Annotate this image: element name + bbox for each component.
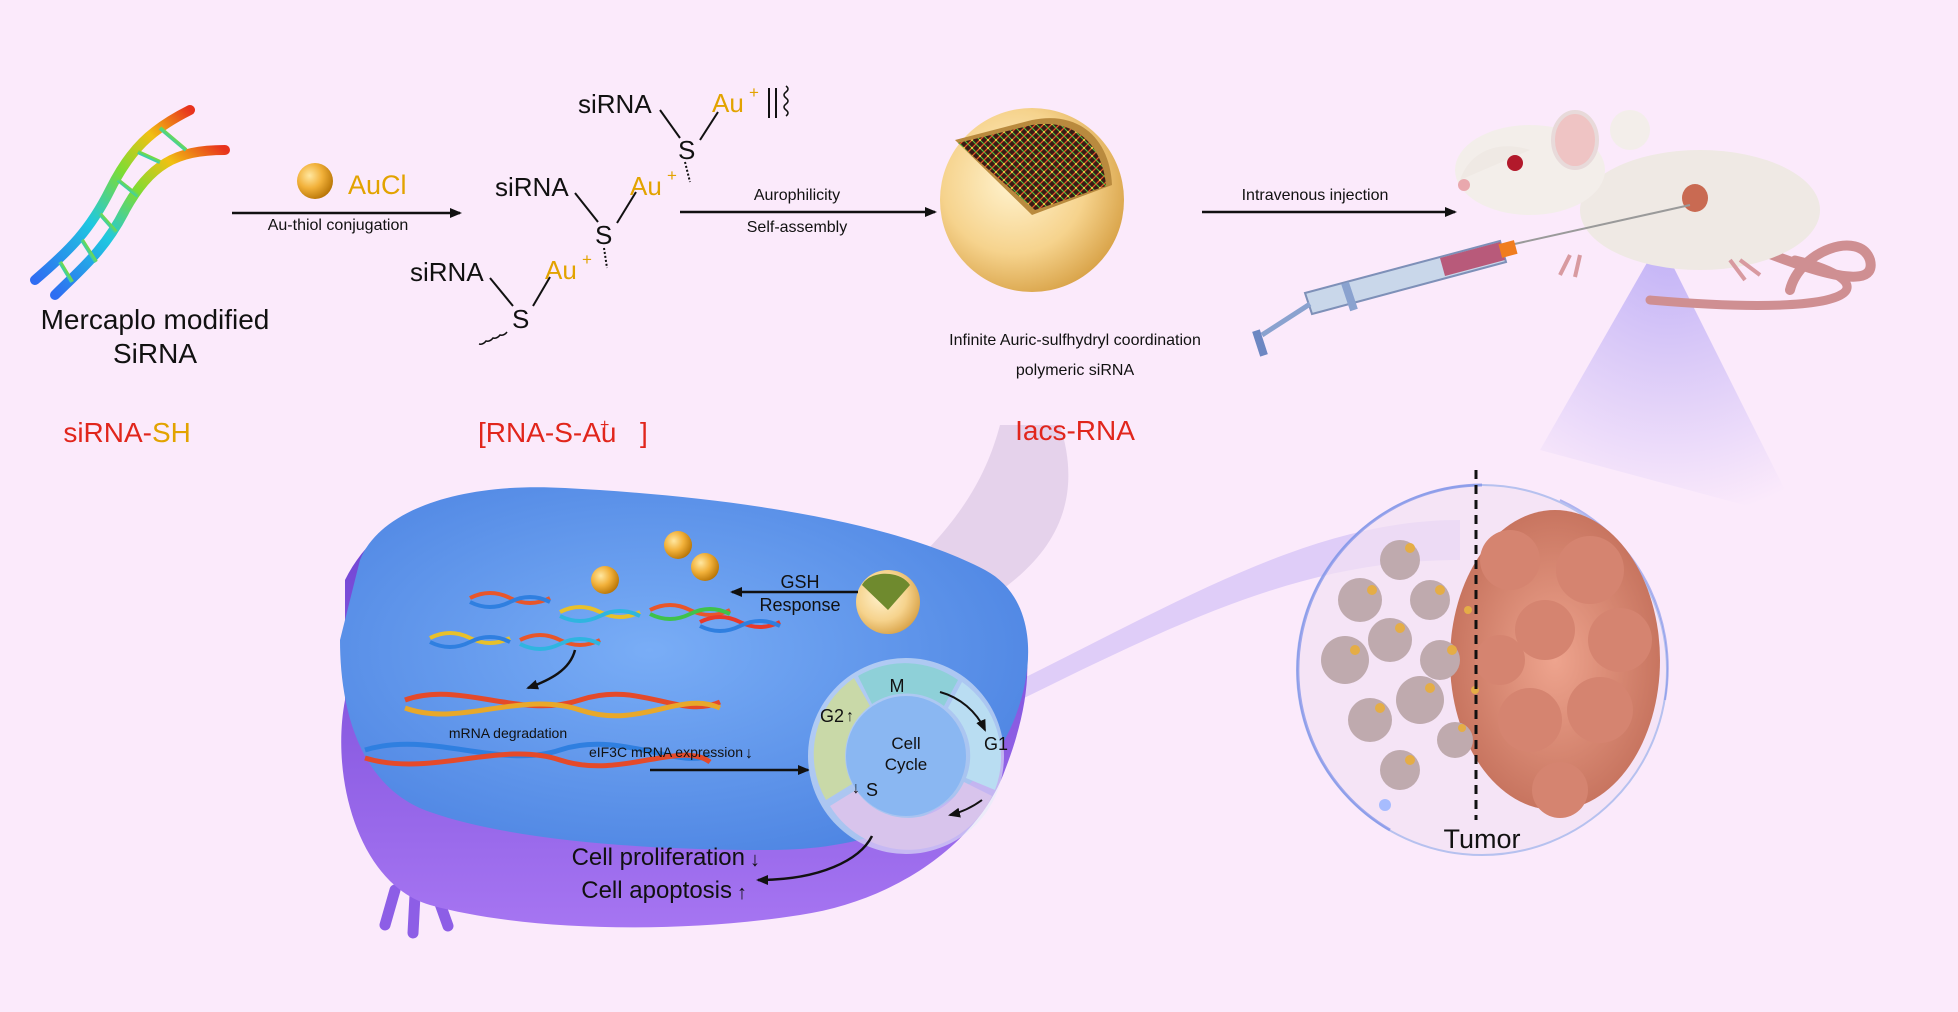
au-plus-2: + [667, 166, 677, 185]
complex-name-sup: + [600, 417, 609, 434]
proliferation-down-arrow: ↓ [750, 849, 760, 871]
phase-m-label: M [890, 676, 905, 696]
sirna-strands [429, 591, 781, 651]
gold-nanoball-1 [664, 531, 692, 559]
au-plus-3: + [582, 250, 592, 269]
sirna-sh-name: siRNA- [63, 417, 152, 448]
self-assembly-label: Self-assembly [747, 219, 847, 236]
sirna-caption-line1: Mercaplo modified [41, 304, 270, 335]
complex-name-end: ] [640, 417, 648, 448]
cell-cycle-ring [808, 658, 1004, 854]
gsh-label: GSH [780, 572, 819, 592]
syringe-icon [1252, 204, 1691, 357]
gold-nanoball-2 [591, 566, 619, 594]
particle-beam [720, 425, 1069, 700]
sirna-sh-suffix: SH [152, 417, 191, 448]
cell-cycle-label-line2: Cycle [885, 755, 928, 774]
phase-s-down-arrow: ↓ [852, 780, 860, 797]
mouse-illustration [1455, 110, 1876, 310]
mrna-degradation-label: mRNA degradation [449, 725, 567, 741]
tumor-label: Tumor [1443, 824, 1520, 854]
cycle-arrow-2 [948, 799, 983, 818]
sirna-text-3: siRNA [410, 257, 484, 287]
entering-nanoparticle-icon [856, 570, 920, 634]
conjugation-label: Au-thiol conjugation [268, 217, 409, 234]
au-text-2: Au [630, 171, 662, 201]
au-plus-1: + [749, 83, 759, 102]
s-text-2: S [595, 220, 612, 250]
tumor-sphere [1296, 470, 1669, 856]
rna-s-au-structure: siRNA S Au + siRNA S Au + siRNA S Au + [410, 83, 789, 345]
gold-ball-icon [297, 163, 333, 199]
degradation-arrow [526, 649, 577, 690]
sirna-caption-line2: SiRNA [113, 338, 197, 369]
iacs-nanoparticle [940, 108, 1124, 292]
apoptosis-label: Cell apoptosis [581, 877, 732, 904]
sirna-text-2: siRNA [495, 172, 569, 202]
response-label: Response [759, 595, 840, 615]
sirna-helix-icon [30, 105, 230, 300]
eif3c-down-arrow: ↓ [745, 745, 753, 762]
phase-g2-up-arrow: ↑ [846, 708, 854, 725]
nanoparticle-caption-line2: polymeric siRNA [1016, 362, 1135, 379]
mrna-strands [364, 691, 722, 769]
gold-nanoball-3 [691, 553, 719, 581]
proliferation-label: Cell proliferation [572, 844, 745, 871]
apoptosis-up-arrow: ↑ [737, 882, 747, 904]
au-text-1: Au [712, 88, 744, 118]
cycle-arrow-1 [939, 691, 986, 732]
complex-name: [RNA-S-Au [478, 417, 616, 448]
iacs-rna-name: Iacs-RNA [1015, 415, 1135, 446]
aucl-label: AuCl [348, 170, 407, 200]
eif3c-label: eIF3C mRNA expression [589, 744, 743, 760]
mouse-beam [1540, 240, 1800, 520]
phase-g1-label: G1 [984, 734, 1008, 754]
sirna-text-1: siRNA [578, 89, 652, 119]
phase-s-label: S [866, 780, 878, 800]
aurophilicity-label: Aurophilicity [754, 187, 840, 204]
phase-g2-label: G2 [820, 706, 844, 726]
nanoparticle-caption-line1: Infinite Auric-sulfhydryl coordination [949, 332, 1201, 349]
s-text-1: S [678, 135, 695, 165]
outcome-arrow [756, 835, 874, 885]
s-text-3: S [512, 304, 529, 334]
au-text-3: Au [545, 255, 577, 285]
injection-label: Intravenous injection [1242, 187, 1389, 204]
cell-cycle-label-line1: Cell [891, 734, 920, 753]
